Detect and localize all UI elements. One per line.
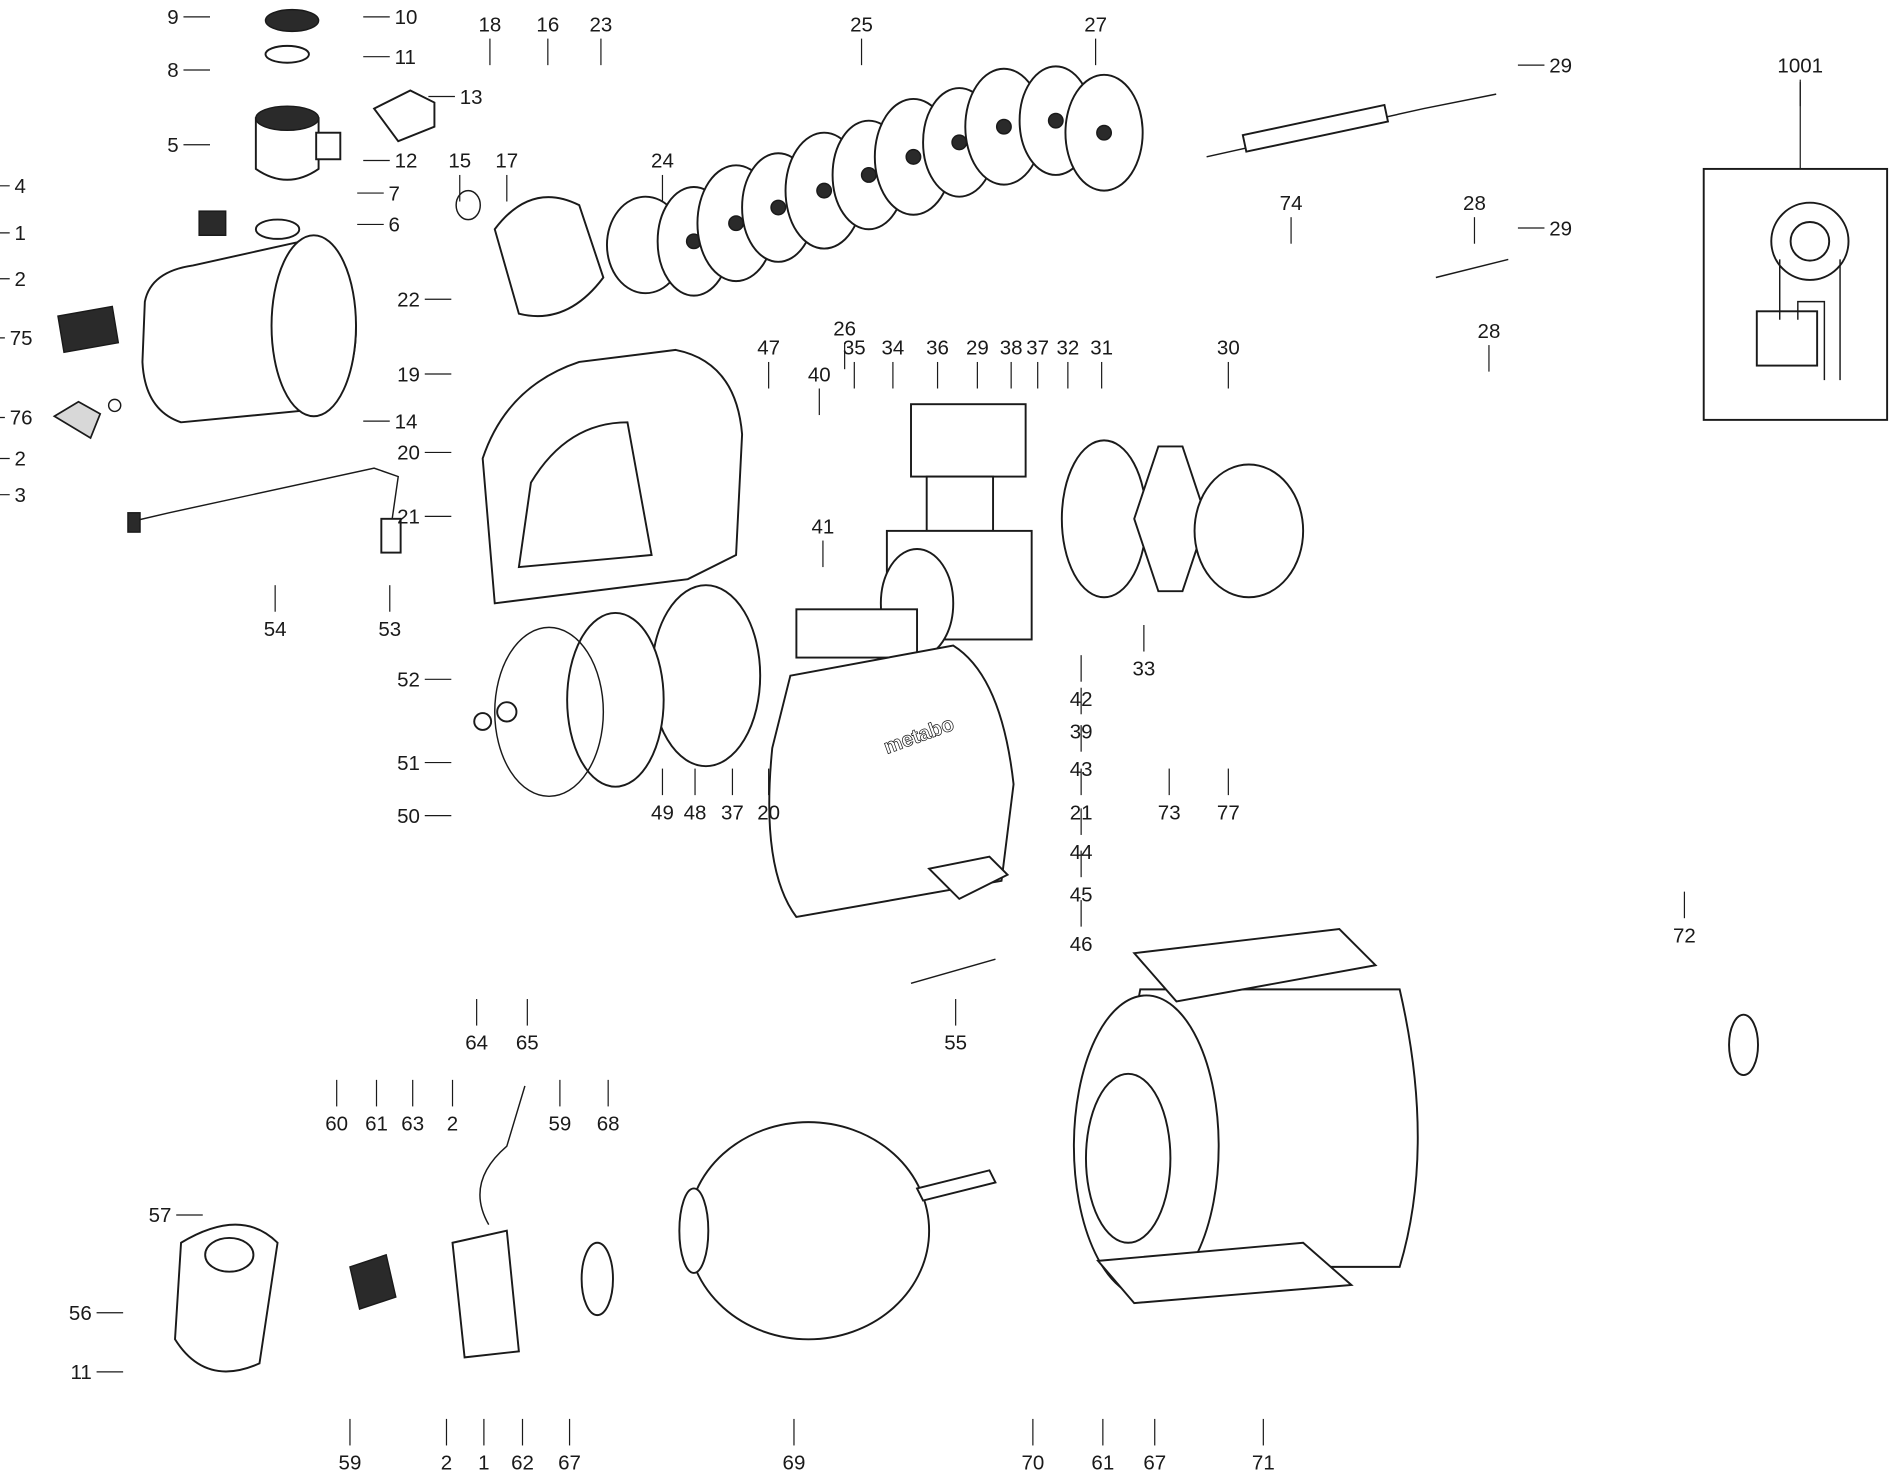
callout-label-22: 22: [397, 288, 420, 311]
impeller-discs: [473, 584, 762, 798]
callout-label-62: 62: [511, 1452, 534, 1472]
callout-label-28: 28: [1463, 192, 1486, 215]
callout-label-37: 37: [721, 801, 744, 824]
bladder: [678, 1121, 997, 1341]
callout-label-5: 5: [167, 134, 178, 157]
callout-label-24: 24: [651, 150, 674, 173]
callout-label-11: 11: [70, 1361, 91, 1384]
callout-label-29: 29: [1549, 217, 1572, 240]
callout-label-52: 52: [397, 669, 420, 692]
callout-label-65: 65: [516, 1032, 539, 1055]
callout-label-48: 48: [684, 801, 707, 824]
callout-label-63: 63: [401, 1113, 424, 1136]
callout-label-61: 61: [365, 1113, 388, 1136]
pump-housing: [52, 210, 357, 440]
callout-label-68: 68: [597, 1113, 620, 1136]
callout-label-40: 40: [808, 363, 831, 386]
callout-label-2: 2: [15, 448, 26, 471]
motor-assembly: [795, 403, 1305, 659]
callout-label-75: 75: [10, 327, 33, 350]
callout-label-51: 51: [397, 752, 420, 775]
callout-label-3: 3: [15, 484, 26, 507]
callout-label-1: 1: [15, 222, 26, 245]
callout-label-54: 54: [264, 618, 287, 641]
callout-label-64: 64: [465, 1032, 488, 1055]
callout-label-26: 26: [833, 317, 856, 340]
callout-label-56: 56: [69, 1302, 92, 1325]
callout-label-46: 46: [1070, 933, 1093, 956]
callout-label-8: 8: [167, 59, 178, 82]
callout-label-29: 29: [966, 337, 989, 360]
callout-label-10: 10: [395, 6, 418, 29]
callout-label-49: 49: [651, 801, 674, 824]
callout-label-72: 72: [1673, 924, 1696, 947]
callout-label-69: 69: [783, 1452, 806, 1472]
pressure-tank: [1072, 928, 1419, 1305]
callout-label-13: 13: [460, 86, 483, 109]
callout-label-47: 47: [757, 337, 780, 360]
diffuser-stages: [455, 65, 1144, 318]
callout-label-18: 18: [479, 13, 502, 36]
callout-label-77: 77: [1217, 801, 1240, 824]
callout-label-2: 2: [441, 1452, 452, 1472]
callout-label-23: 23: [590, 13, 613, 36]
callout-label-16: 16: [536, 13, 559, 36]
callout-label-25: 25: [850, 13, 873, 36]
callout-label-45: 45: [1070, 883, 1093, 906]
callout-label-36: 36: [926, 337, 949, 360]
callout-label-41: 41: [812, 515, 835, 538]
cable-harness: [1206, 93, 1509, 279]
callout-label-31: 31: [1090, 337, 1113, 360]
callout-label-6: 6: [389, 214, 400, 237]
callout-label-19: 19: [397, 363, 420, 386]
callout-label-12: 12: [395, 150, 418, 173]
callout-label-34: 34: [882, 337, 905, 360]
callout-label-61: 61: [1091, 1452, 1114, 1472]
pump-body-front: metabo: [768, 644, 1015, 919]
callout-label-74: 74: [1280, 192, 1303, 215]
frame-housing: [481, 348, 744, 605]
callout-label-30: 30: [1217, 337, 1240, 360]
callout-label-7: 7: [389, 182, 400, 205]
callout-label-38: 38: [1000, 337, 1023, 360]
callout-label-37: 37: [1026, 337, 1049, 360]
callout-label-2: 2: [15, 268, 26, 291]
callout-label-28: 28: [1478, 320, 1501, 343]
callout-label-70: 70: [1021, 1452, 1044, 1472]
callout-label-29: 29: [1549, 54, 1572, 77]
callout-label-76: 76: [10, 407, 33, 430]
callout-label-35: 35: [843, 337, 866, 360]
callout-label-2: 2: [447, 1113, 458, 1136]
callout-label-50: 50: [397, 805, 420, 828]
callout-label-1001: 1001: [1777, 54, 1823, 77]
callout-label-20: 20: [757, 801, 780, 824]
callout-label-32: 32: [1056, 337, 1079, 360]
callout-label-60: 60: [325, 1113, 348, 1136]
callout-label-20: 20: [397, 442, 420, 465]
callout-label-9: 9: [167, 6, 178, 29]
inlet-assembly: [254, 8, 436, 240]
callout-label-14: 14: [395, 410, 418, 433]
callout-label-67: 67: [558, 1452, 581, 1472]
callout-label-21: 21: [397, 506, 420, 529]
callout-label-57: 57: [149, 1204, 172, 1227]
callout-label-53: 53: [378, 618, 401, 641]
callout-label-27: 27: [1084, 13, 1107, 36]
pressure-switch-assembly: [174, 1013, 1759, 1373]
callout-label-11: 11: [395, 46, 416, 69]
callout-label-17: 17: [495, 150, 518, 173]
callout-label-67: 67: [1143, 1452, 1166, 1472]
callout-label-59: 59: [339, 1452, 362, 1472]
callout-label-71: 71: [1252, 1452, 1275, 1472]
callout-label-59: 59: [548, 1113, 571, 1136]
callout-label-4: 4: [15, 175, 26, 198]
callout-label-73: 73: [1158, 801, 1181, 824]
callout-label-15: 15: [448, 150, 471, 173]
callout-label-1: 1: [478, 1452, 489, 1472]
power-cable: [127, 467, 402, 554]
wiring-inset: [1702, 82, 1889, 421]
callout-label-33: 33: [1132, 658, 1155, 681]
callout-label-55: 55: [944, 1032, 967, 1055]
